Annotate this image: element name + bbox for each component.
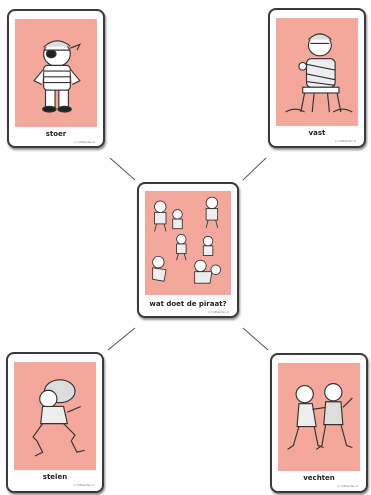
card-question[interactable]: wat doet de piraat? (c) VIPkaarten.nl (137, 182, 239, 318)
card-illustration (14, 362, 96, 470)
card-caption: stelen (14, 473, 96, 481)
card-caption: vechten (278, 474, 360, 482)
card-illustration (278, 363, 360, 471)
pirate-eyepatch-icon (15, 19, 97, 127)
card-credit: (c) VIPkaarten.nl (335, 140, 356, 143)
card-vast[interactable]: vast (c) VIPkaarten.nl (268, 8, 366, 148)
pirate-tied-up-icon (276, 18, 358, 126)
pirate-stealing-icon (14, 362, 96, 470)
card-credit: (c) VIPkaarten.nl (337, 485, 358, 488)
card-credit: (c) VIPkaarten.nl (208, 311, 229, 314)
card-caption: vast (276, 129, 358, 137)
connector-top-left (110, 158, 135, 180)
card-stelen[interactable]: stelen (c) VIPkaarten.nl (6, 352, 104, 493)
card-illustration (145, 191, 231, 295)
pirate-scenes-collage-icon (145, 191, 231, 295)
card-illustration (276, 18, 358, 126)
card-credit: (c) VIPkaarten.nl (73, 484, 94, 487)
connector-bottom-right (243, 328, 268, 350)
card-stoer[interactable]: stoer (c) VIPkaarten.nl (7, 9, 105, 148)
connector-bottom-left (108, 328, 135, 350)
card-vechten[interactable]: vechten (c) VIPkaarten.nl (270, 353, 368, 493)
pirates-fighting-icon (278, 363, 360, 471)
card-caption: wat doet de piraat? (145, 300, 231, 308)
card-caption: stoer (15, 130, 97, 138)
card-credit: (c) VIPkaarten.nl (74, 141, 95, 144)
connector-top-right (243, 158, 266, 180)
card-illustration (15, 19, 97, 127)
